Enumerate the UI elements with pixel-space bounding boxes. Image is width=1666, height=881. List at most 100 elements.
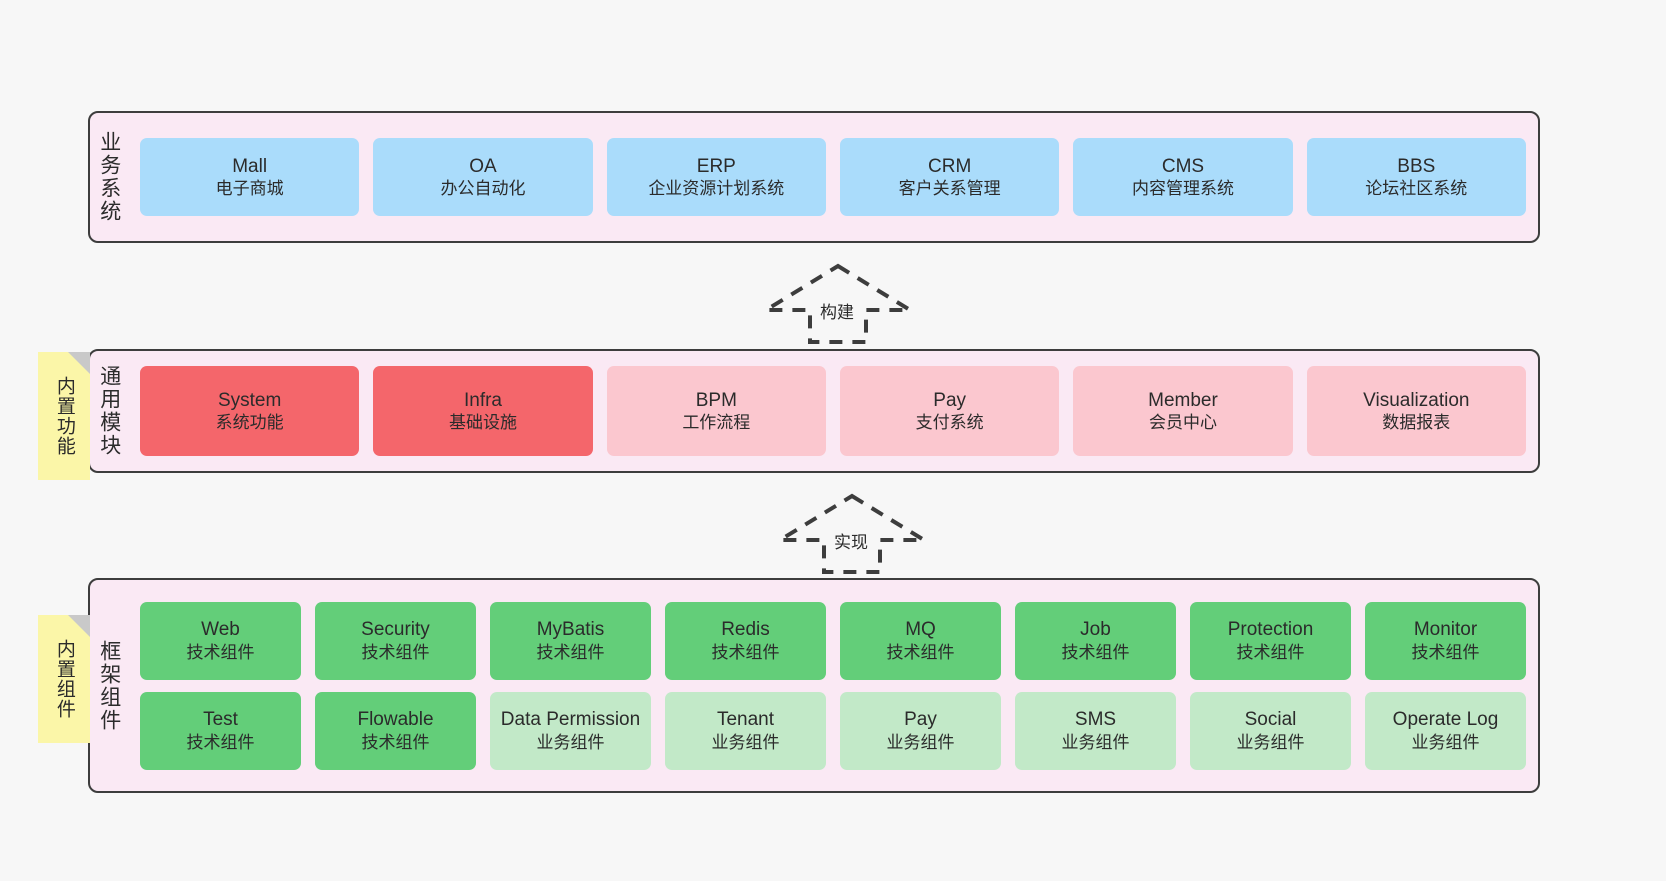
card-protection[interactable]: Protection 技术组件 [1190,601,1351,680]
card-title: Flowable [357,709,434,731]
card-sms[interactable]: SMS 业务组件 [1015,691,1176,770]
card-mall[interactable]: Mall 电子商城 [140,138,360,216]
card-title: ERP [696,155,736,177]
card-title: Redis [721,619,770,641]
connector-build: 构建 [758,262,918,344]
card-subtitle: 办公自动化 [440,179,526,199]
card-job[interactable]: Job 技术组件 [1015,601,1176,680]
layer-body-framework-component: Web 技术组件 Security 技术组件 MyBatis 技术组件 Redi… [128,580,1538,791]
layer-title-business-system: 业务系统 [97,131,121,223]
card-subtitle: 客户关系管理 [898,179,1001,199]
card-title: BPM [695,389,737,411]
layer-title-framework-component: 框架组件 [97,639,121,732]
card-subtitle: 论坛社区系统 [1365,179,1468,199]
card-subtitle: 业务组件 [536,732,605,752]
card-title: Monitor [1413,619,1478,641]
card-erp[interactable]: ERP 企业资源计划系统 [606,138,826,216]
sticky-note-label: 内置组件 [53,639,75,719]
sticky-note-builtin-function[interactable]: 内置功能 [38,352,90,480]
card-title: Visualization [1363,389,1470,411]
card-subtitle: 技术组件 [536,642,605,662]
card-monitor[interactable]: Monitor 技术组件 [1365,601,1526,680]
card-title: Infra [463,389,502,411]
card-row: Test 技术组件 Flowable 技术组件 Data Permission … [140,691,1526,770]
card-title: Pay [904,709,937,731]
card-pay-business[interactable]: Pay 业务组件 [840,691,1001,770]
card-tenant[interactable]: Tenant 业务组件 [665,691,826,770]
card-web[interactable]: Web 技术组件 [140,601,301,680]
card-title: CRM [928,155,972,177]
card-title: Web [201,619,240,641]
card-title: Mall [232,155,268,177]
card-mybatis[interactable]: MyBatis 技术组件 [490,601,651,680]
card-social[interactable]: Social 业务组件 [1190,691,1351,770]
card-subtitle: 工作流程 [682,413,751,433]
connector-build-label: 构建 [820,303,854,322]
card-title: Job [1080,619,1111,641]
card-redis[interactable]: Redis 技术组件 [665,601,826,680]
card-subtitle: 系统功能 [215,413,284,433]
card-title: CMS [1161,155,1205,177]
card-title: Security [361,619,430,641]
card-row: Mall 电子商城 OA 办公自动化 ERP 企业资源计划系统 CRM 客户关系… [140,138,1526,216]
card-subtitle: 技术组件 [1061,642,1130,662]
sticky-note-label: 内置功能 [53,376,75,456]
card-title: Tenant [716,709,775,731]
connector-implement: 实现 [772,492,932,574]
card-title: Operate Log [1392,709,1499,731]
card-mq[interactable]: MQ 技术组件 [840,601,1001,680]
card-subtitle: 技术组件 [361,642,430,662]
card-subtitle: 业务组件 [886,732,955,752]
card-row: System 系统功能 Infra 基础设施 BPM 工作流程 Pay 支付系统… [140,366,1526,456]
card-pay[interactable]: Pay 支付系统 [839,366,1060,456]
card-title: MyBatis [536,619,605,641]
generalization-arrow-icon [772,493,932,574]
card-title: Member [1148,389,1218,411]
card-test[interactable]: Test 技术组件 [140,691,301,770]
card-infra[interactable]: Infra 基础设施 [373,366,593,456]
card-subtitle: 业务组件 [1061,732,1130,752]
card-title: OA [469,155,497,177]
card-subtitle: 内容管理系统 [1131,179,1234,199]
card-oa[interactable]: OA 办公自动化 [373,138,593,216]
card-subtitle: 业务组件 [711,732,780,752]
layer-framework-component[interactable]: 框架组件 Web 技术组件 Security 技术组件 MyBatis 技术组件… [88,578,1540,793]
card-title: Pay [933,389,967,411]
card-bpm[interactable]: BPM 工作流程 [606,366,826,456]
card-title: Test [203,709,238,731]
card-system[interactable]: System 系统功能 [140,366,360,456]
card-title: Protection [1227,619,1314,641]
card-subtitle: 企业资源计划系统 [648,179,785,199]
card-operate-log[interactable]: Operate Log 业务组件 [1365,691,1526,770]
card-title: BBS [1397,155,1436,177]
connector-implement-label: 实现 [834,533,868,552]
card-visualization[interactable]: Visualization 数据报表 [1306,366,1526,456]
card-flowable[interactable]: Flowable 技术组件 [315,691,476,770]
card-security[interactable]: Security 技术组件 [315,601,476,680]
card-member[interactable]: Member 会员中心 [1073,366,1293,456]
layer-body-business-system: Mall 电子商城 OA 办公自动化 ERP 企业资源计划系统 CRM 客户关系… [128,113,1538,241]
card-data-permission[interactable]: Data Permission 业务组件 [490,691,651,770]
card-crm[interactable]: CRM 客户关系管理 [839,138,1060,216]
card-title: Data Permission [500,709,641,731]
card-subtitle: 业务组件 [1236,732,1305,752]
card-subtitle: 基础设施 [448,413,517,433]
card-subtitle: 会员中心 [1148,413,1217,433]
sticky-note-builtin-component[interactable]: 内置组件 [38,615,90,743]
card-subtitle: 电子商城 [215,179,284,199]
card-title: Social [1244,709,1297,731]
card-subtitle: 支付系统 [915,413,984,433]
card-subtitle: 技术组件 [1236,642,1305,662]
card-subtitle: 技术组件 [361,732,430,752]
card-subtitle: 技术组件 [186,732,255,752]
layer-title-common-module: 通用模块 [97,365,121,457]
card-subtitle: 技术组件 [711,642,780,662]
card-subtitle: 技术组件 [186,642,255,662]
card-title: SMS [1074,709,1117,731]
card-bbs[interactable]: BBS 论坛社区系统 [1306,138,1526,216]
layer-business-system[interactable]: 业务系统 Mall 电子商城 OA 办公自动化 ERP 企业资源计划系统 CRM… [88,111,1540,243]
card-subtitle: 技术组件 [1411,642,1480,662]
card-cms[interactable]: CMS 内容管理系统 [1073,138,1293,216]
layer-common-module[interactable]: 通用模块 System 系统功能 Infra 基础设施 BPM 工作流程 Pay… [88,349,1540,473]
